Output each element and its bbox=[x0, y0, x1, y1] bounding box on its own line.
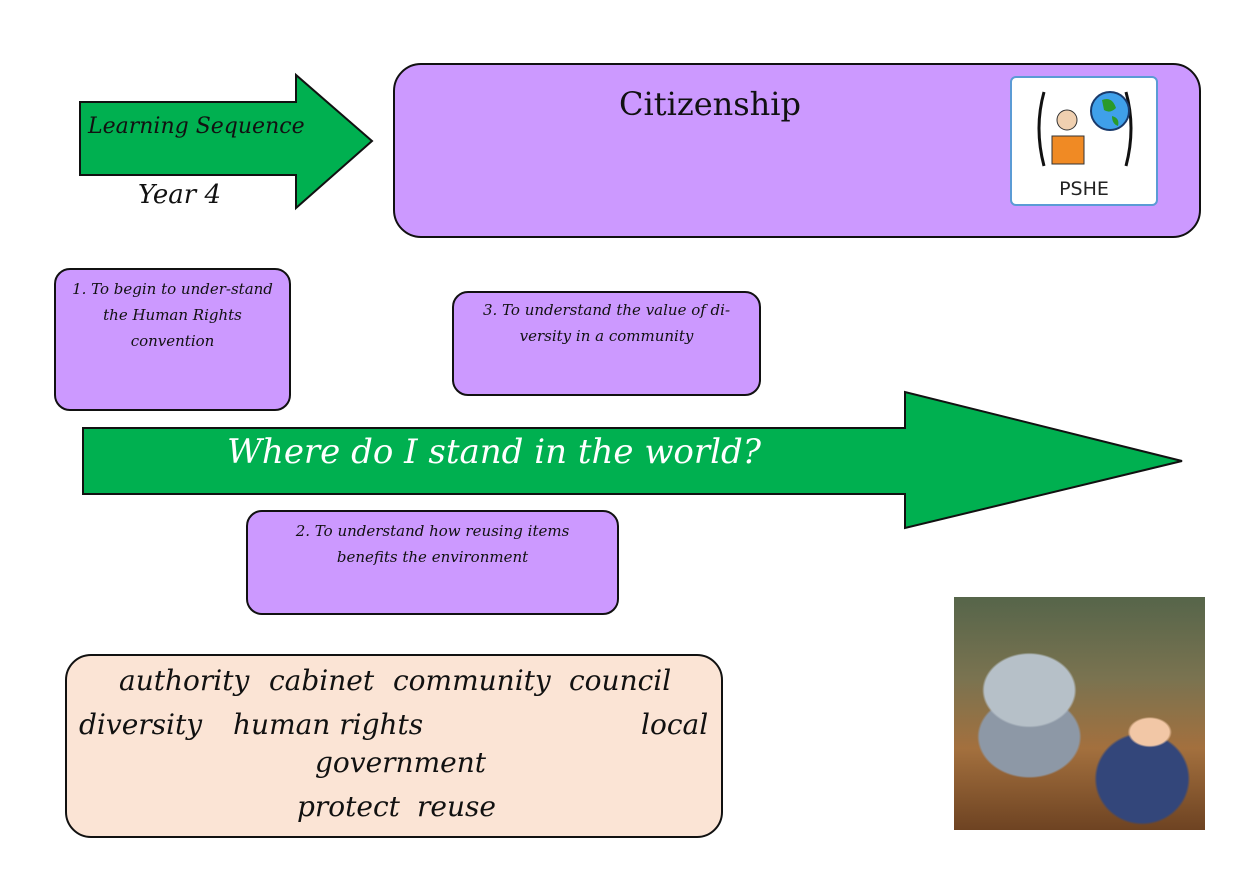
learning-sequence-arrow bbox=[79, 72, 374, 211]
subject-title-box: Citizenship bbox=[393, 63, 1201, 238]
vocab-word: community bbox=[393, 664, 551, 697]
objective-3: 3. To understand the value of di-versity… bbox=[452, 291, 761, 396]
vocab-word: authority bbox=[119, 664, 250, 697]
subject-title: Citizenship bbox=[619, 85, 801, 123]
person-globe-icon bbox=[1037, 91, 1133, 167]
vocab-word: government bbox=[315, 746, 486, 779]
vocab-word: diversity bbox=[79, 708, 203, 741]
learning-sequence-label: Learning Sequence bbox=[88, 114, 305, 139]
children-autumn-leaves-photo bbox=[954, 597, 1205, 830]
vocabulary-box: authority cabinet community council dive… bbox=[65, 654, 723, 838]
pshe-label: PSHE bbox=[1059, 178, 1109, 200]
year-label: Year 4 bbox=[138, 180, 222, 210]
main-question: Where do I stand in the world? bbox=[226, 432, 762, 472]
vocab-word: council bbox=[569, 664, 672, 697]
vocab-word: local bbox=[641, 708, 709, 741]
objective-2: 2. To understand how reusing items benef… bbox=[246, 510, 619, 615]
objective-1: 1. To begin to under-stand the Human Rig… bbox=[54, 268, 291, 411]
vocab-word: human rights bbox=[233, 708, 424, 741]
main-question-arrow bbox=[82, 390, 1183, 530]
vocab-word: cabinet bbox=[269, 664, 375, 697]
vocab-word: reuse bbox=[417, 790, 496, 823]
pshe-symbol: PSHE bbox=[1010, 76, 1158, 206]
vocab-word: protect bbox=[297, 790, 400, 823]
